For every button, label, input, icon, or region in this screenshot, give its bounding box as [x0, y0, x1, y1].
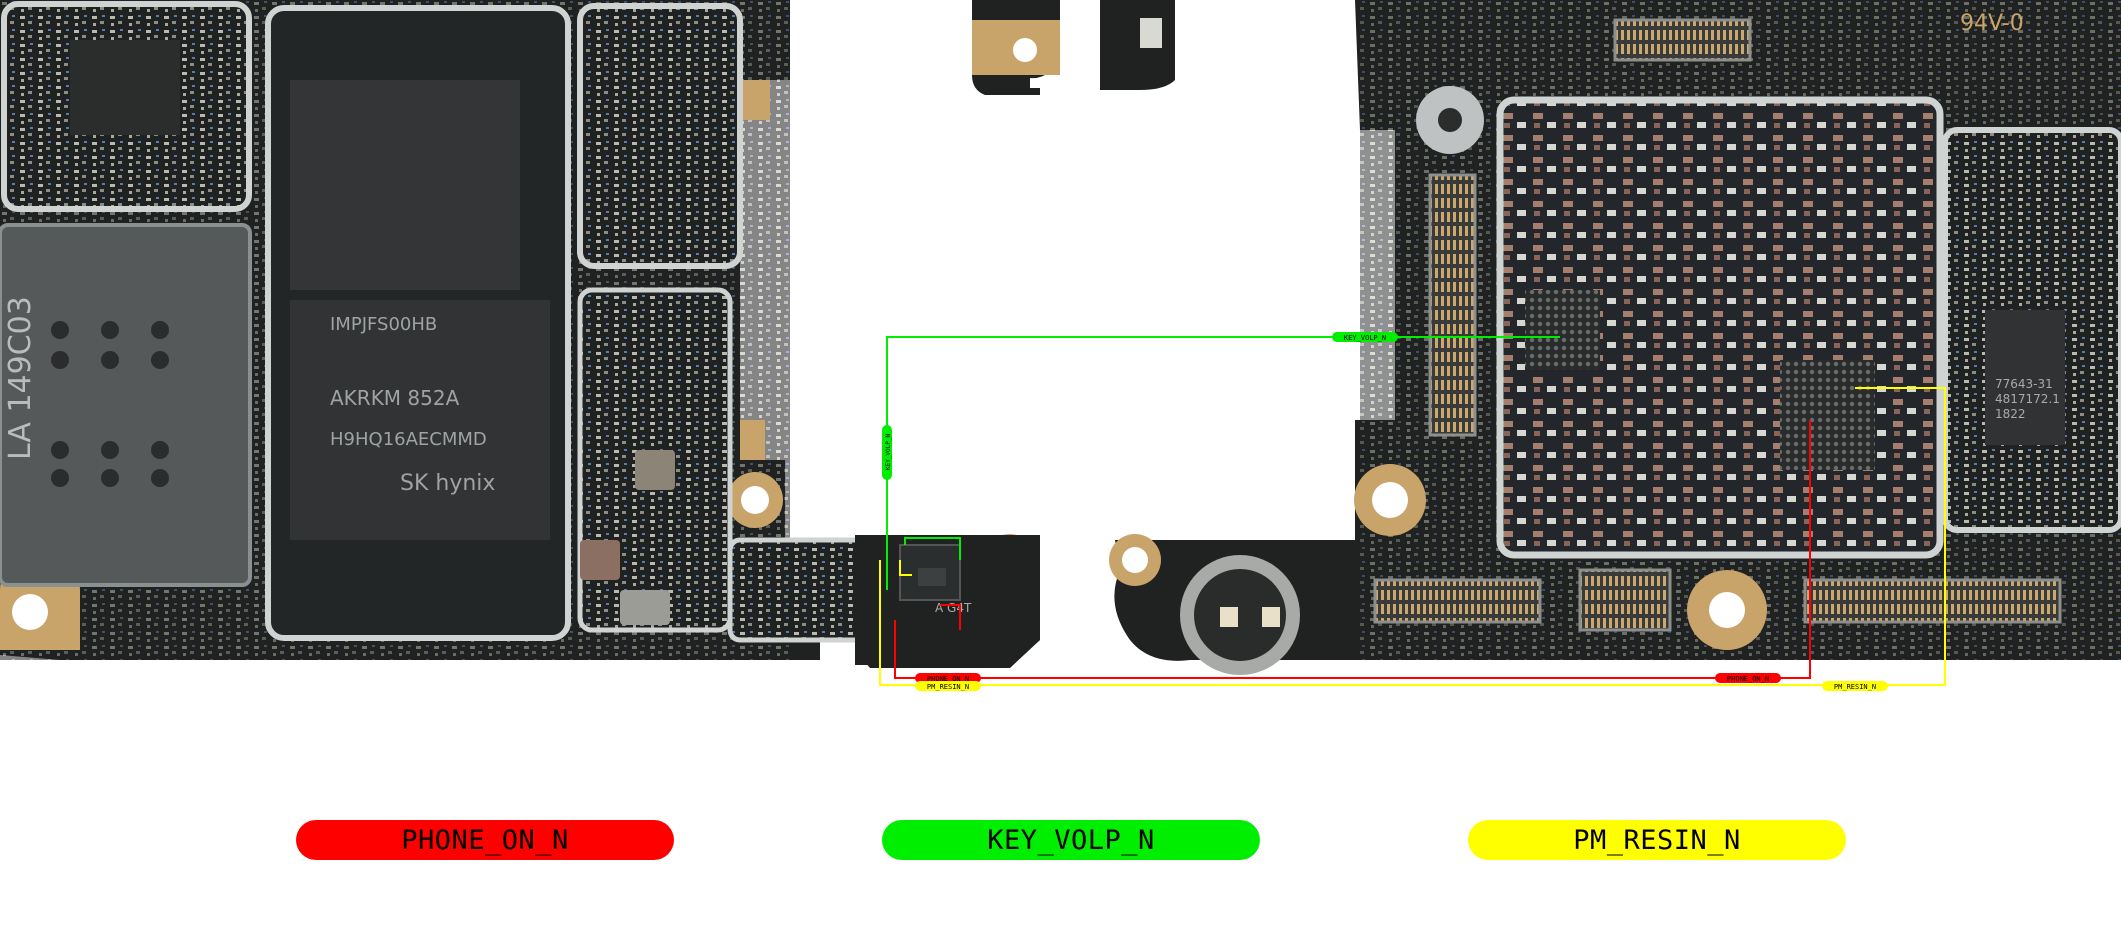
net-tag-pm-resin-a: PM_RESIN_N [915, 681, 981, 691]
trace-phone-on [894, 420, 1811, 679]
sim-label: LA 149C03 [3, 296, 38, 460]
left-board: LA 149C03 IMPJFS00HB AKRKM 852A H9HQ16AE… [0, 0, 1040, 665]
trace-pm-resin [879, 387, 1946, 686]
key-board: A G4T [855, 535, 1040, 668]
key-ic-marking: A G4T [935, 601, 972, 615]
memory-marking-b: H9HQ16AECMMD [330, 429, 487, 450]
legend-phone-on-label: PHONE_ON_N [401, 824, 569, 856]
svg-text:PM_RESIN_N: PM_RESIN_N [1834, 683, 1876, 691]
ic-marking-2: 4817172.1 [1995, 392, 2060, 406]
right-board: 77643-31 4817172.1 1822 94V-0 [1109, 0, 2121, 675]
top-flex-tabs [972, 0, 1175, 95]
memory-marking-a: IMPJFS00HB [330, 314, 437, 335]
svg-text:PHONE_ON_N: PHONE_ON_N [927, 675, 969, 683]
svg-text:KEY_VOLP_N: KEY_VOLP_N [885, 433, 892, 470]
memory-marking-c: AKRKM 852A [330, 386, 460, 410]
legend-key-volp-label: KEY_VOLP_N [987, 824, 1155, 856]
svg-text:PM_RESIN_N: PM_RESIN_N [927, 683, 969, 691]
rating-marking: 94V-0 [1960, 11, 2024, 36]
memory-marking-brand: SK hynix [400, 471, 495, 496]
legend-pm-resin-label: PM_RESIN_N [1573, 824, 1741, 856]
net-tag-phone-on-b: PHONE_ON_N [1715, 673, 1781, 683]
net-tag-phone-on-a: PHONE_ON_N [915, 673, 981, 683]
ic-marking-3: 1822 [1995, 407, 2026, 421]
net-tag-key-volp-a: KEY_VOLP_N [1332, 332, 1398, 342]
legend-pm-resin-n: PM_RESIN_N [1468, 820, 1846, 860]
net-tag-pm-resin-b: PM_RESIN_N [1822, 681, 1888, 691]
svg-text:KEY_VOLP_N: KEY_VOLP_N [1344, 334, 1386, 342]
net-tag-key-volp-b: KEY_VOLP_N [882, 425, 892, 480]
ic-marking-1: 77643-31 [1995, 377, 2053, 391]
legend-key-volp-n: KEY_VOLP_N [882, 820, 1260, 860]
svg-text:PHONE_ON_N: PHONE_ON_N [1727, 675, 1769, 683]
legend-phone-on-n: PHONE_ON_N [296, 820, 674, 860]
